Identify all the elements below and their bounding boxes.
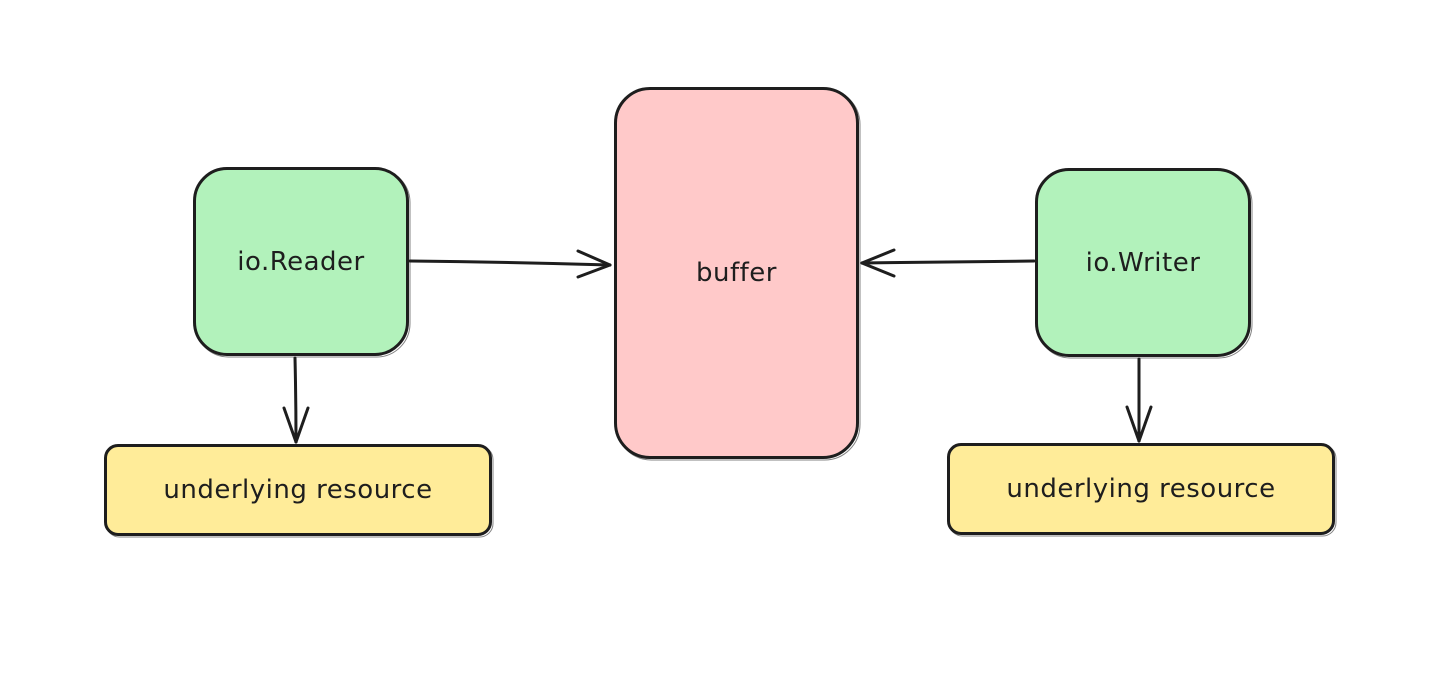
io-reader-node: io.Reader [193, 167, 409, 356]
io-reader-label: io.Reader [237, 246, 365, 277]
reader-underlying-resource-label: underlying resource [163, 475, 433, 505]
arrow-writer-to-resource [1125, 357, 1153, 443]
io-writer-label: io.Writer [1085, 247, 1201, 278]
arrow-reader-to-resource [282, 356, 310, 444]
writer-underlying-resource-label: underlying resource [1006, 474, 1276, 504]
buffer-label: buffer [696, 258, 777, 288]
io-writer-node: io.Writer [1035, 168, 1251, 357]
arrow-reader-to-buffer [408, 249, 612, 279]
buffer-node: buffer [614, 87, 859, 459]
reader-underlying-resource-node: underlying resource [104, 444, 492, 536]
writer-underlying-resource-node: underlying resource [947, 443, 1335, 535]
arrow-writer-to-buffer [860, 248, 1036, 278]
